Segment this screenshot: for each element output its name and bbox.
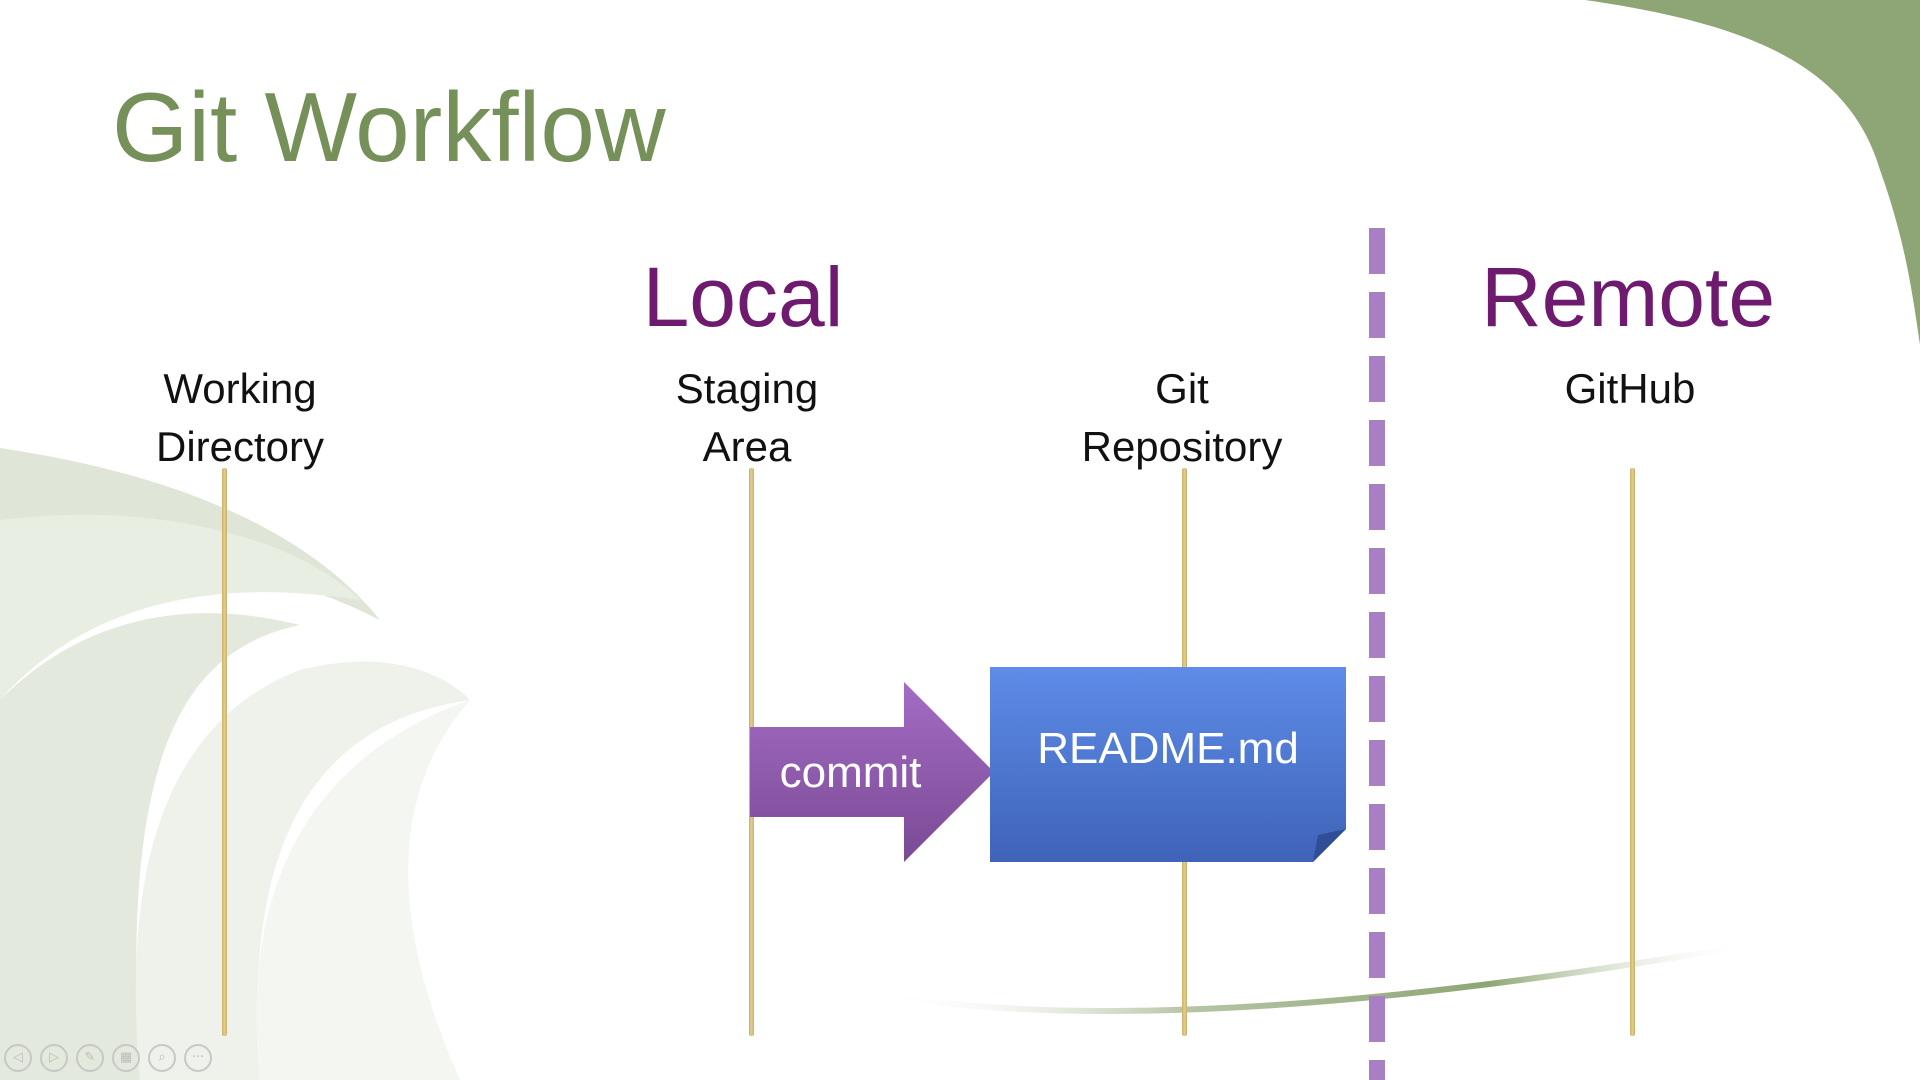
lane-label-git-repository: Git Repository [1082, 360, 1283, 476]
lane-label-github: GitHub [1565, 360, 1696, 418]
lane-label-working-directory: Working Directory [156, 360, 324, 476]
remote-section-label: Remote [1480, 250, 1776, 344]
lane-label-staging-area: Staging Area [676, 360, 818, 476]
lane-label-line: Repository [1081, 423, 1283, 470]
lane-label-line: Staging [675, 365, 819, 412]
slide-title: Git Workflow [112, 72, 666, 182]
readme-file-card [990, 667, 1346, 862]
local-section-label: Local [642, 250, 844, 344]
commit-arrow [750, 682, 994, 862]
lane-label-line: GitHub [1564, 365, 1696, 412]
lane-line-github [1630, 468, 1635, 1036]
local-remote-divider [1369, 228, 1385, 1080]
pen-icon[interactable]: ✎ [76, 1044, 104, 1072]
next-slide-icon[interactable]: ▷ [40, 1044, 68, 1072]
commit-label: commit [779, 748, 922, 797]
lane-label-line: Area [702, 423, 792, 470]
lane-label-line: Working [163, 365, 317, 412]
lane-label-line: Git [1155, 365, 1209, 412]
slides-grid-icon[interactable]: ▦ [112, 1044, 140, 1072]
more-options-icon[interactable]: ··· [184, 1044, 212, 1072]
slideshow-controls: ◁ ▷ ✎ ▦ ⌕ ··· [4, 1044, 212, 1072]
lane-label-line: Directory [155, 423, 325, 470]
lane-line-working-directory [222, 468, 227, 1036]
zoom-icon[interactable]: ⌕ [148, 1044, 176, 1072]
readme-file-label: README.md [1037, 724, 1299, 773]
previous-slide-icon[interactable]: ◁ [4, 1044, 32, 1072]
